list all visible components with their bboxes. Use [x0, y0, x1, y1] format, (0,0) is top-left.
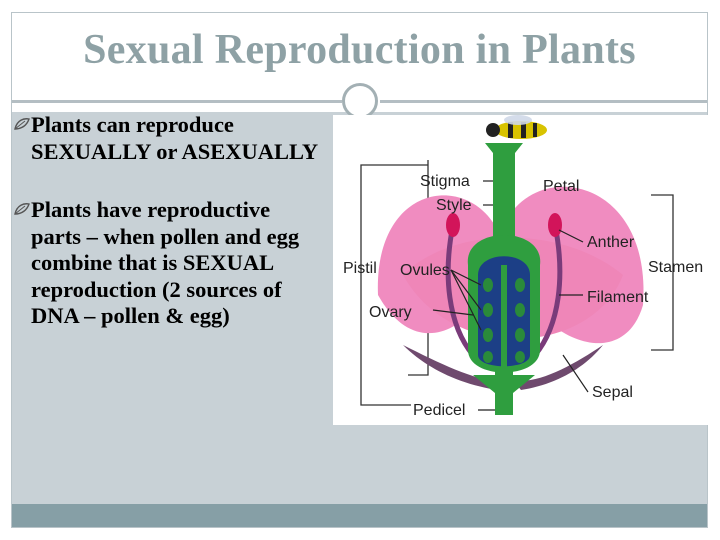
bullet-list: Plants can reproduce SEXUALLY or ASEXUAL… — [14, 112, 324, 362]
label-stigma: Stigma — [420, 173, 470, 190]
label-ovary: Ovary — [369, 304, 412, 321]
filament-left — [445, 224, 475, 357]
label-pedicel: Pedicel — [413, 402, 465, 419]
anther-left — [446, 213, 460, 237]
label-sepal: Sepal — [592, 384, 633, 401]
bullet-item: Plants can reproduce SEXUALLY or ASEXUAL… — [14, 112, 324, 165]
bee-icon — [486, 115, 547, 139]
style-shape — [493, 145, 515, 265]
slide-title: Sexual Reproduction in Plants — [83, 27, 636, 73]
ovary-septum — [501, 265, 507, 370]
label-style: Style — [436, 197, 472, 214]
label-stamen: Stamen — [648, 259, 703, 276]
receptacle-shape — [473, 375, 535, 393]
stigma-shape — [485, 143, 523, 153]
ovule-group — [483, 278, 525, 363]
anther-right — [548, 213, 562, 237]
label-petal: Petal — [543, 178, 579, 195]
label-anther: Anther — [587, 234, 635, 251]
label-filament: Filament — [587, 289, 649, 306]
leader-lines — [432, 180, 589, 411]
bullet-text: Plants have reproductive parts – when po… — [31, 197, 300, 328]
ring-ornament — [342, 83, 378, 119]
flower-diagram-svg: Stigma Style Petal Anther Stamen Pistil … — [343, 115, 703, 419]
stamen-bracket — [651, 194, 674, 351]
filament-right — [533, 224, 563, 357]
pistil-bracket — [360, 164, 428, 406]
title-rule-right — [380, 100, 707, 103]
flower-diagram: Stigma Style Petal Anther Stamen Pistil … — [333, 115, 715, 425]
bullet-item: Plants have reproductive parts – when po… — [14, 197, 324, 330]
bullet-text: Plants can reproduce SEXUALLY or ASEXUAL… — [31, 112, 319, 164]
leaf-bullet-icon — [14, 118, 30, 130]
leaf-bullet-icon — [14, 203, 30, 215]
title-rule-left — [12, 100, 342, 103]
label-pistil: Pistil — [343, 260, 377, 277]
footer-bar — [12, 504, 707, 527]
label-ovules: Ovules — [400, 262, 450, 279]
